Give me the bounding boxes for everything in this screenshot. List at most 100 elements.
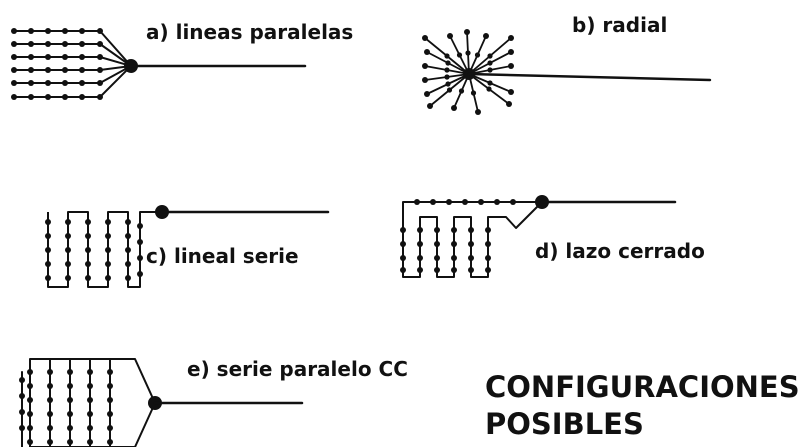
panel-node bbox=[430, 199, 436, 205]
panel-node bbox=[107, 411, 113, 417]
panel-node bbox=[444, 67, 450, 73]
panel-node bbox=[62, 80, 68, 86]
panel-node bbox=[45, 233, 51, 239]
panel-node bbox=[85, 233, 91, 239]
panel-node bbox=[67, 397, 73, 403]
panel-node bbox=[105, 233, 111, 239]
panel-node bbox=[451, 105, 457, 111]
panel-node bbox=[485, 267, 491, 273]
panel-node bbox=[414, 199, 420, 205]
panel-node bbox=[11, 80, 17, 86]
panel-node bbox=[434, 227, 440, 233]
panel-node bbox=[434, 267, 440, 273]
panel-node bbox=[11, 94, 17, 100]
panel-node bbox=[45, 275, 51, 281]
panel-node bbox=[445, 60, 451, 66]
panel-node bbox=[107, 439, 113, 445]
panel-node bbox=[422, 35, 428, 41]
panel-node bbox=[137, 223, 143, 229]
panel-node bbox=[87, 439, 93, 445]
panel-node bbox=[28, 80, 34, 86]
bus-bottom bbox=[30, 402, 156, 447]
panel-node bbox=[468, 227, 474, 233]
panel-node bbox=[137, 239, 143, 245]
panel-node bbox=[486, 86, 492, 92]
panel-node bbox=[67, 439, 73, 445]
panel-node bbox=[506, 101, 512, 107]
panel-node bbox=[105, 219, 111, 225]
panel-node bbox=[97, 94, 103, 100]
panel-node bbox=[451, 255, 457, 261]
panel-node bbox=[508, 63, 514, 69]
panel-node bbox=[451, 267, 457, 273]
panel-node bbox=[464, 29, 470, 35]
panel-node bbox=[62, 67, 68, 73]
panel-node bbox=[510, 199, 516, 205]
panel-node bbox=[27, 397, 33, 403]
panel-node bbox=[125, 275, 131, 281]
panel-node bbox=[107, 397, 113, 403]
panel-node bbox=[27, 425, 33, 431]
panel-node bbox=[19, 409, 25, 415]
title-line-2: POSIBLES bbox=[485, 407, 644, 441]
panel-node bbox=[451, 241, 457, 247]
panel-node bbox=[45, 219, 51, 225]
panel-node bbox=[468, 267, 474, 273]
panel-node bbox=[45, 67, 51, 73]
panel-node bbox=[400, 267, 406, 273]
panel-node bbox=[422, 63, 428, 69]
panel-node bbox=[27, 383, 33, 389]
panel-node bbox=[470, 90, 477, 96]
panel-node bbox=[45, 28, 51, 34]
panel-node bbox=[424, 91, 430, 97]
diagram-d-closed-loop bbox=[400, 195, 677, 278]
label-closed-loop: d) lazo cerrado bbox=[535, 239, 705, 263]
panel-node bbox=[27, 411, 33, 417]
panel-node bbox=[67, 425, 73, 431]
panel-node bbox=[79, 80, 85, 86]
diagram-c-series bbox=[45, 205, 330, 288]
panel-node bbox=[446, 199, 452, 205]
panel-node bbox=[107, 425, 113, 431]
panel-node bbox=[87, 425, 93, 431]
output-line bbox=[467, 72, 712, 82]
panel-node bbox=[45, 247, 51, 253]
panel-node bbox=[85, 275, 91, 281]
panel-node bbox=[79, 41, 85, 47]
panel-node bbox=[458, 88, 465, 94]
panel-node bbox=[451, 227, 457, 233]
panel-node bbox=[417, 267, 423, 273]
diagram-e-series-parallel bbox=[19, 358, 304, 447]
panel-node bbox=[105, 247, 111, 253]
panel-node bbox=[456, 52, 463, 58]
panel-node bbox=[11, 54, 17, 60]
panel-node bbox=[65, 261, 71, 267]
bus-top bbox=[30, 358, 156, 404]
panel-node bbox=[65, 247, 71, 253]
panel-node bbox=[485, 227, 491, 233]
panel-node bbox=[45, 41, 51, 47]
panel-node bbox=[487, 67, 493, 73]
panel-node bbox=[97, 28, 103, 34]
panel-node bbox=[47, 397, 53, 403]
label-parallel-lines: a) lineas paralelas bbox=[146, 20, 354, 44]
panel-node bbox=[427, 103, 433, 109]
panel-node bbox=[424, 49, 430, 55]
panel-node bbox=[107, 383, 113, 389]
panel-node bbox=[27, 369, 33, 375]
panel-node bbox=[28, 54, 34, 60]
panel-node bbox=[417, 241, 423, 247]
panel-node bbox=[444, 74, 450, 80]
panel-node bbox=[45, 261, 51, 267]
panel-node bbox=[97, 41, 103, 47]
panel-node bbox=[487, 53, 493, 59]
panel-node bbox=[85, 261, 91, 267]
panel-node bbox=[62, 94, 68, 100]
panel-node bbox=[28, 67, 34, 73]
panel-node bbox=[87, 383, 93, 389]
panel-node bbox=[487, 60, 493, 66]
panel-node bbox=[19, 377, 25, 383]
panel-node bbox=[125, 247, 131, 253]
panel-node bbox=[19, 393, 25, 399]
